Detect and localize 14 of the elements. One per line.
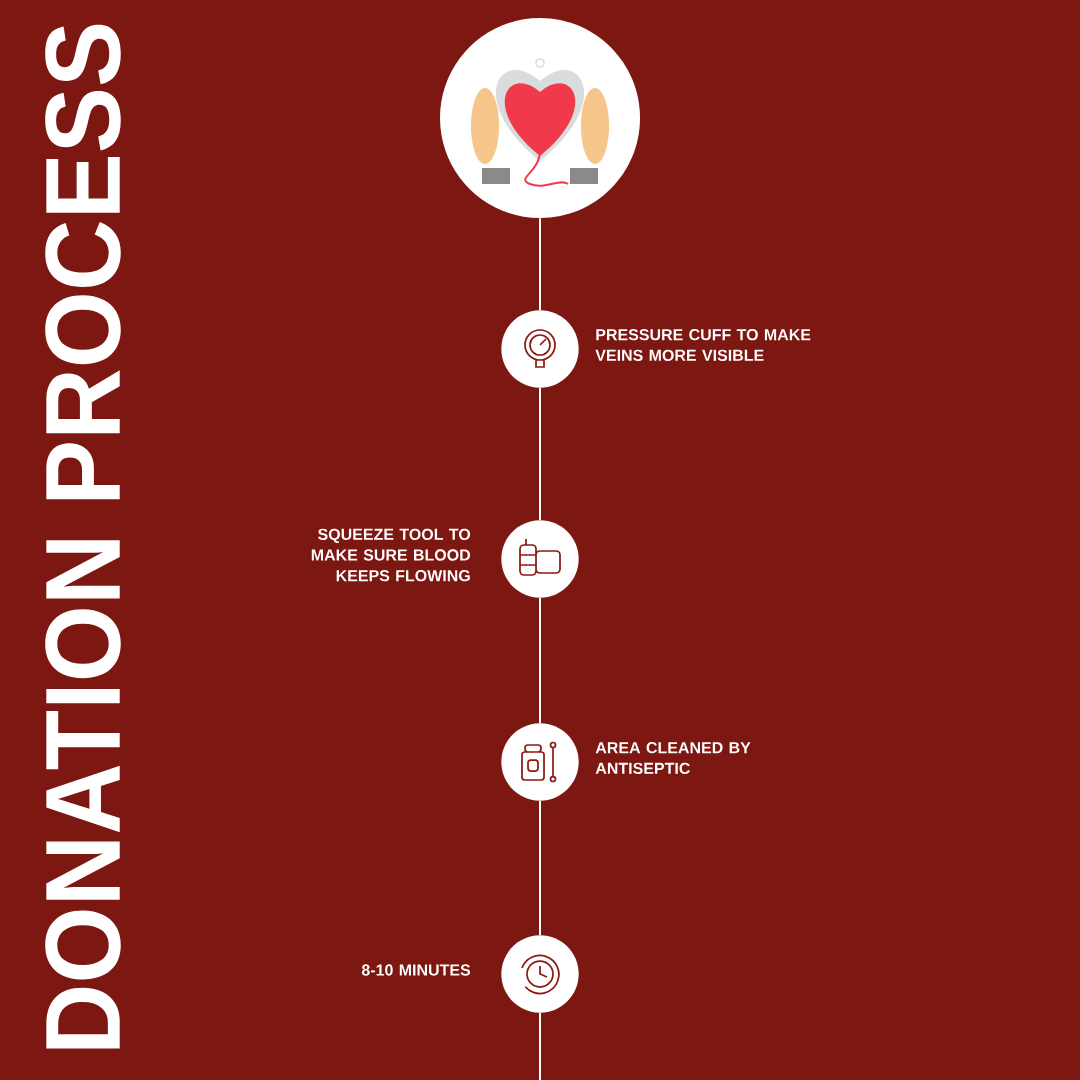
timeline-line	[539, 1011, 541, 1080]
icon-circle	[501, 520, 579, 598]
timeline-line	[539, 799, 541, 937]
icon-circle	[501, 310, 579, 388]
step-text: AREA CLEANED BY ANTISEPTIC	[595, 742, 751, 774]
icon-circle	[501, 935, 579, 1013]
timeline-line	[539, 217, 541, 312]
title: DONATION PROCESS	[45, 24, 121, 1049]
step-text: 8-10 MINUTES	[361, 964, 471, 976]
icon-circle	[501, 723, 579, 801]
step-text: PRESSURE CUFF TO MAKE VEINS MORE VISIBLE	[595, 329, 811, 361]
step-text: SQUEEZE TOOL TO MAKE SURE BLOOD KEEPS FLOWING	[311, 528, 471, 582]
timeline-line	[539, 386, 541, 522]
timeline-line	[539, 596, 541, 725]
